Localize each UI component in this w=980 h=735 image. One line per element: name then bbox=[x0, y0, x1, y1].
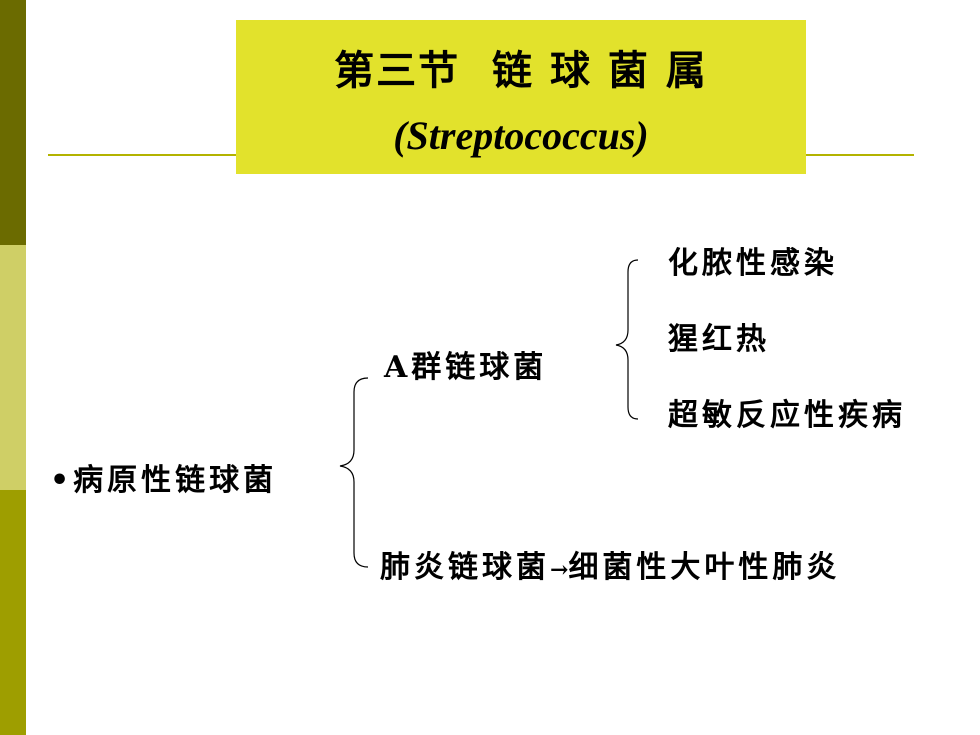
outcome-item: 超敏反应性疾病 bbox=[668, 398, 906, 433]
outcome-item: 化脓性感染 bbox=[668, 246, 838, 281]
pneumoniae-name: 肺炎链球菌 bbox=[380, 550, 550, 585]
side-bar-bottom bbox=[0, 490, 26, 735]
slide-title: 第三节 链 球 菌 属 bbox=[334, 48, 708, 94]
group-a-brace bbox=[615, 259, 639, 420]
root-label: •病原性链球菌 bbox=[50, 463, 278, 498]
side-bar-middle bbox=[0, 245, 26, 490]
slide-subtitle: (Streptococcus) bbox=[393, 113, 649, 158]
group-a-label: A群链球菌 bbox=[384, 350, 548, 385]
main-brace bbox=[339, 377, 369, 568]
pneumoniae-result: 细菌性大叶性肺炎 bbox=[568, 550, 841, 585]
outcome-item: 猩红热 bbox=[668, 322, 770, 357]
pneumoniae-label: 肺炎链球菌→细菌性大叶性肺炎 bbox=[380, 542, 840, 586]
arrow-icon: → bbox=[550, 557, 569, 583]
side-bar-top bbox=[0, 0, 26, 245]
title-box: 第三节 链 球 菌 属 (Streptococcus) bbox=[236, 20, 806, 174]
